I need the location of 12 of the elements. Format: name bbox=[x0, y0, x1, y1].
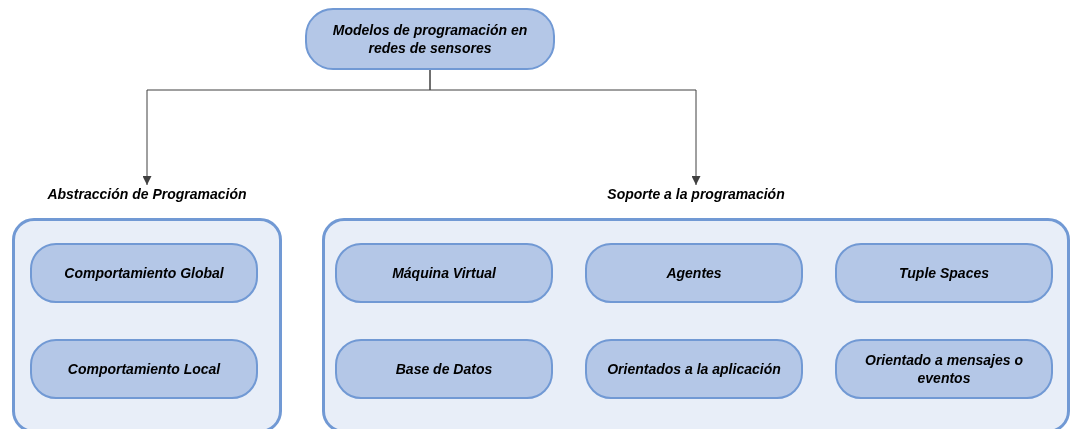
arrow bbox=[429, 69, 701, 186]
category-box: Agentes bbox=[585, 243, 803, 303]
category-box: Comportamiento Local bbox=[30, 339, 258, 399]
category-box: Base de Datos bbox=[335, 339, 553, 399]
category-box: Orientado a mensajes o eventos bbox=[835, 339, 1053, 399]
category-box: Tuple Spaces bbox=[835, 243, 1053, 303]
category-box: Comportamiento Global bbox=[30, 243, 258, 303]
group-heading: Abstracción de Programación bbox=[46, 185, 248, 203]
category-box: Orientados a la aplicación bbox=[585, 339, 803, 399]
category-box: Máquina Virtual bbox=[335, 243, 553, 303]
root-box: Modelos de programación en redes de sensores bbox=[305, 8, 555, 70]
group-heading: Soporte a la programación bbox=[606, 185, 786, 203]
